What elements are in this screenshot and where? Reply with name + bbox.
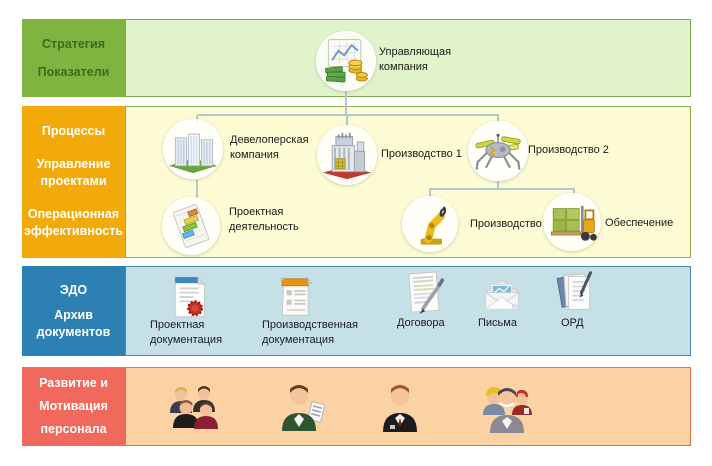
band-strategy-label: Стратегия Показатели (22, 19, 125, 97)
document-label: ОРД (561, 317, 584, 329)
node-production-1 (317, 125, 377, 185)
connector-line (573, 190, 575, 195)
gantt-chart-icon (166, 201, 216, 251)
document-label: Проектная документация (150, 319, 223, 346)
band-processes-label: Процессы Управление проектами Операционн… (22, 106, 125, 258)
band-label-line: Управление проектами (36, 156, 111, 189)
band-label-line: ЭДО (59, 283, 88, 298)
node-managing-company (316, 31, 376, 91)
connector-line (497, 181, 499, 189)
buildings-icon (167, 123, 219, 175)
band-label-line: Процессы (41, 124, 106, 139)
band-label-line: Показатели (37, 64, 110, 79)
svg-text:po: po (512, 304, 518, 310)
document-orange-icon (277, 275, 315, 319)
node-label: Обеспечение (605, 217, 674, 229)
robot-machine-icon (472, 125, 524, 177)
connector-line (346, 116, 348, 126)
band-label-line: Развитие и Мотивация персонала (39, 375, 108, 437)
node-label: Производство (470, 218, 542, 230)
node-label: Производство 1 (381, 148, 462, 160)
node-label: Производство 2 (528, 144, 609, 156)
contract-pen-icon (403, 270, 445, 316)
node-production (402, 196, 458, 252)
node-label: Проектная деятельность (229, 206, 299, 233)
band-edo-label: ЭДО Архив документов (22, 266, 125, 356)
node-label: Девелоперская компания (230, 134, 309, 161)
node-project-activity (162, 197, 220, 255)
documents-pen-icon (554, 269, 596, 315)
node-development-company (163, 119, 223, 179)
connector-line (197, 114, 499, 116)
factory-icon (321, 129, 373, 181)
forklift-icon (547, 197, 597, 247)
document-label: Письма (478, 317, 517, 329)
connector-line (429, 190, 431, 198)
document-label: Производственная документация (262, 319, 358, 346)
node-supply (543, 193, 601, 251)
connector-line (429, 188, 575, 190)
envelope-icon: po (482, 277, 522, 313)
team-with-worker-icon (478, 381, 536, 437)
connector-line (196, 180, 198, 199)
band-hr-content (125, 367, 691, 446)
band-label-line: Архив документов (36, 308, 111, 339)
band-label-line: Операционная эффективность (23, 206, 124, 239)
document-seal-icon (170, 275, 208, 319)
chart-money-icon (320, 35, 372, 87)
node-production-2 (468, 121, 528, 181)
band-label-line: Стратегия (42, 37, 105, 52)
manager-icon (378, 383, 422, 437)
band-hr-label: Развитие и Мотивация персонала (22, 367, 125, 446)
connector-line (497, 116, 499, 123)
manager-with-document-icon (274, 383, 330, 437)
band-strategy-content (125, 19, 691, 97)
meeting-group-icon (164, 382, 222, 438)
band-edo-content (125, 266, 691, 356)
connector-line (345, 91, 347, 115)
robot-arm-icon (406, 200, 454, 248)
node-label: Управляющая компания (379, 46, 452, 73)
document-label: Договора (397, 317, 445, 329)
